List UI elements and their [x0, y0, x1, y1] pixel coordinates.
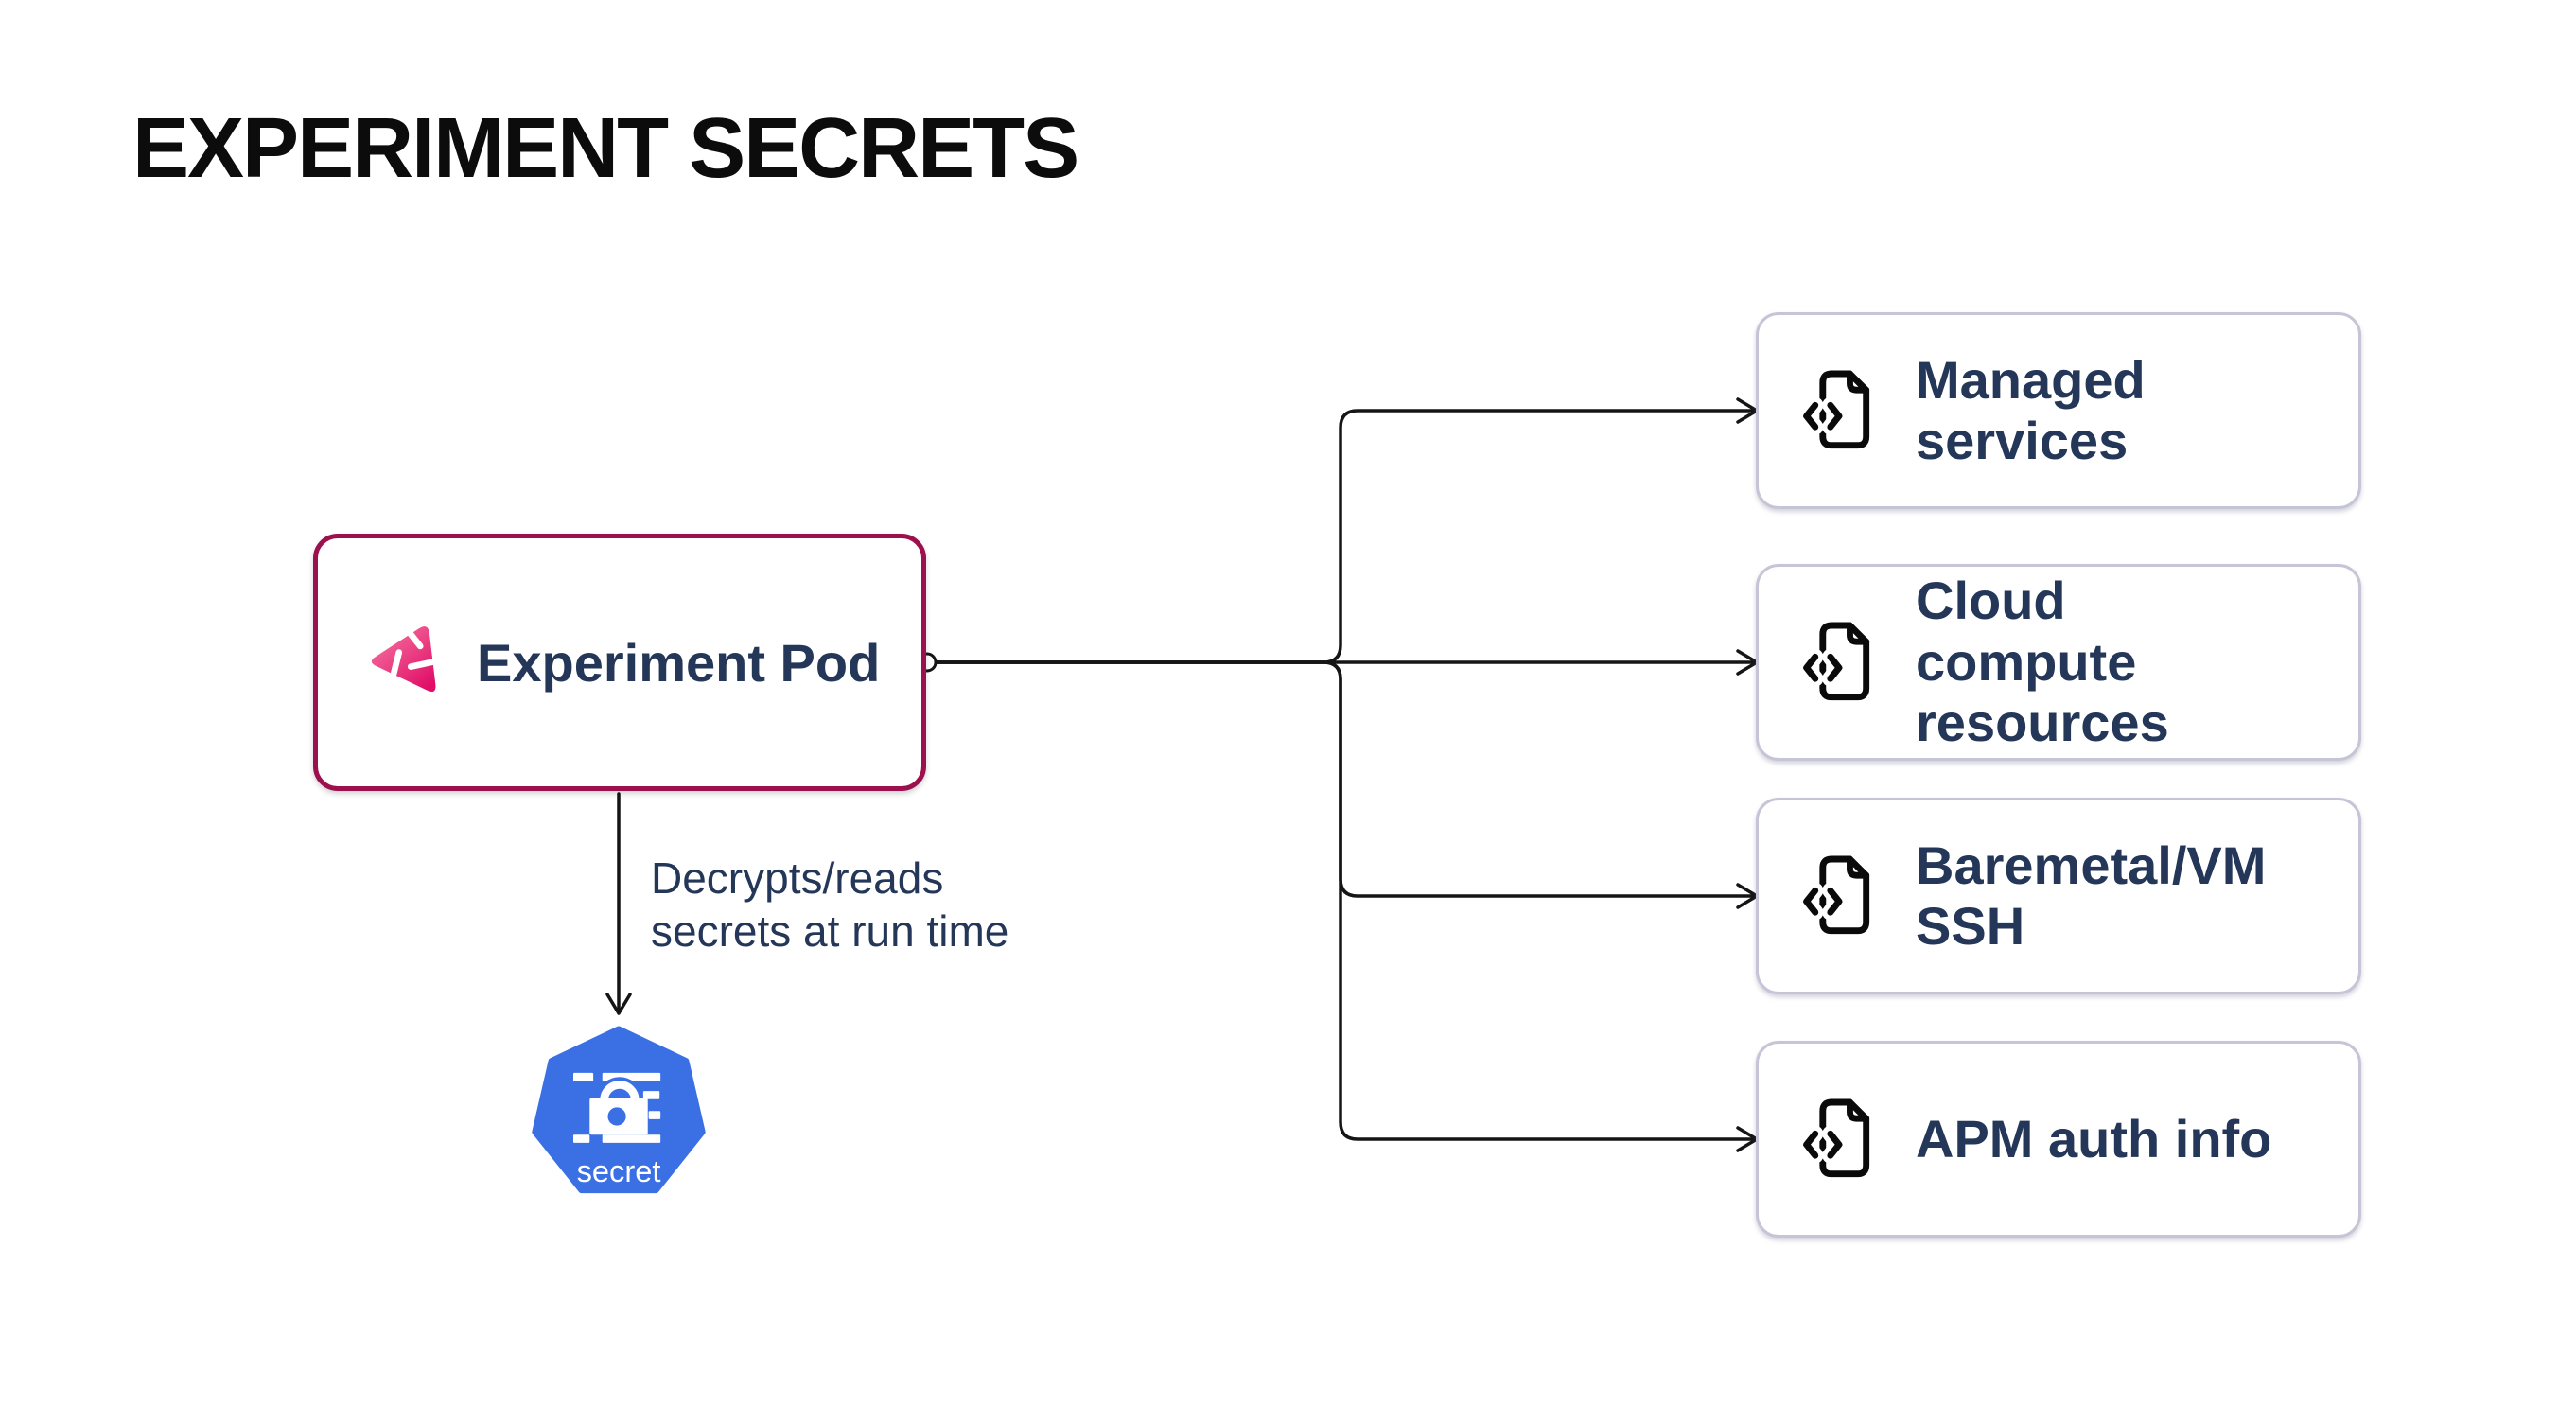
target-box-apm-auth: APM auth info [1756, 1041, 2361, 1238]
arrowhead-apm-auth [1736, 1126, 1759, 1152]
file-code-icon [1802, 622, 1870, 701]
target-box-baremetal-ssh: Baremetal/VM SSH [1756, 798, 2361, 994]
file-code-icon [1802, 1098, 1870, 1178]
arrowhead-cloud-compute [1736, 649, 1759, 676]
secret-node-label: secret [577, 1153, 661, 1188]
chaos-pinwheel-icon [371, 624, 436, 693]
arrowhead-secret [605, 993, 632, 1015]
file-code-icon [1802, 370, 1870, 449]
arrowhead-managed-services [1736, 397, 1759, 424]
target-label: Baremetal/VM SSH [1916, 835, 2267, 956]
target-label: Managed services [1916, 349, 2146, 470]
experiment-pod-label: Experiment Pod [477, 632, 881, 693]
kubernetes-secret-node: secret [532, 1026, 706, 1194]
connector-pod-to-apm-auth [934, 660, 1756, 1141]
target-label: Cloud compute resources [1916, 571, 2169, 753]
experiment-pod-node: Experiment Pod [313, 534, 926, 791]
target-box-managed-services: Managed services [1756, 312, 2361, 509]
lock-redacted-lines-icon [573, 1072, 661, 1143]
decrypts-annotation: Decrypts/reads secrets at run time [651, 853, 1009, 957]
target-label: APM auth info [1916, 1108, 2272, 1169]
arrowhead-baremetal-ssh [1736, 883, 1759, 909]
connector-pod-to-managed-services [934, 409, 1756, 664]
file-code-icon [1802, 855, 1870, 935]
connector-pod-to-baremetal-ssh [934, 660, 1756, 898]
page-title: EXPERIMENT SECRETS [132, 101, 1079, 196]
target-box-cloud-compute: Cloud compute resources [1756, 564, 2361, 761]
